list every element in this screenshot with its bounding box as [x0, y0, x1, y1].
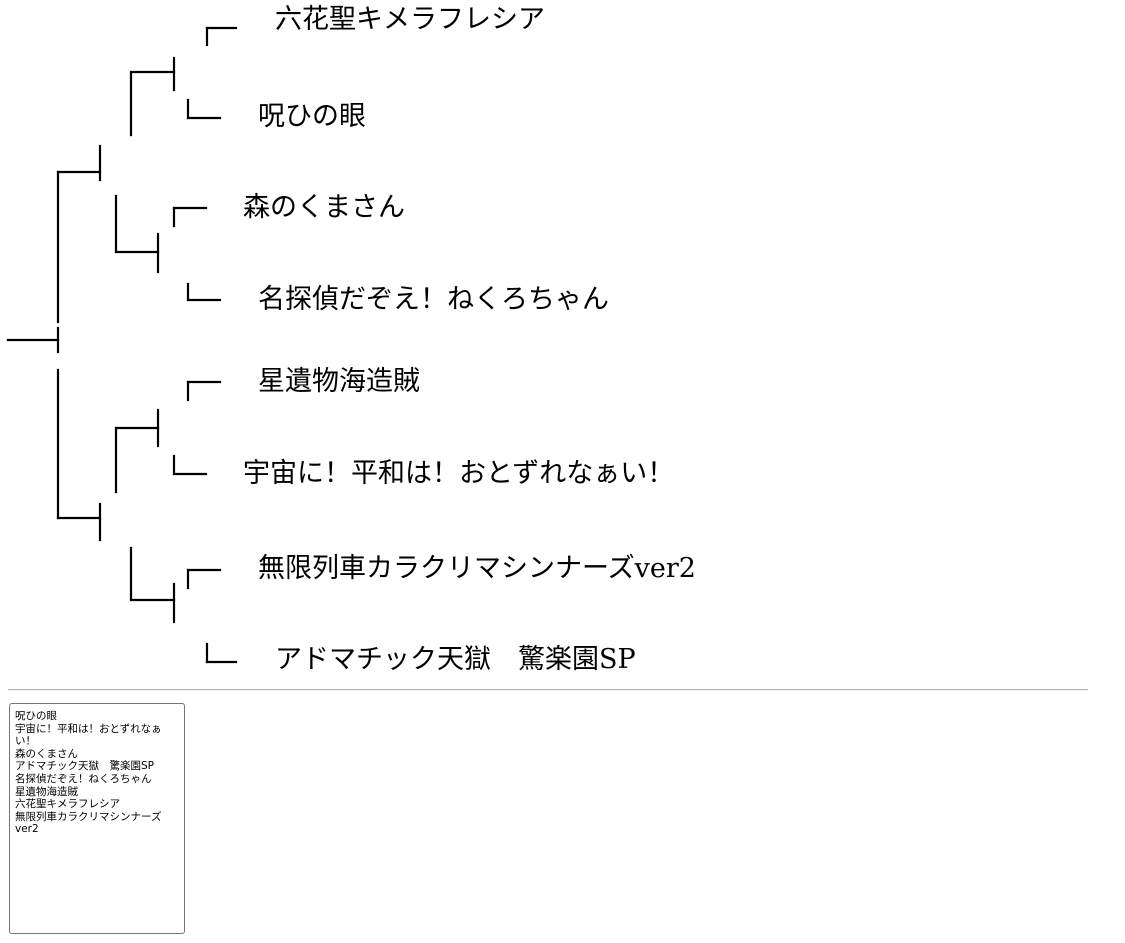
bracket-entry-8: アドマチック天獄 驚楽園SP: [275, 644, 636, 675]
bracket-entry-6: 宇宙に！平和は！おとずれなぁい！: [243, 458, 675, 489]
bracket-entry-7: 無限列車カラクリマシンナーズver2: [258, 553, 696, 584]
bracket-entry-2: 呪ひの眼: [258, 101, 366, 132]
bracket-entry-4: 名探偵だぞえ！ねくろちゃん: [258, 284, 609, 315]
bracket-entry-5: 星遺物海造賊: [258, 366, 420, 397]
bracket-entry-1: 六花聖キメラフレシア: [275, 4, 545, 35]
bracket-entry-3: 森のくまさん: [243, 192, 405, 223]
horizontal-divider: [8, 689, 1088, 691]
bracket-lines: [6, 26, 238, 664]
entry-list-textarea[interactable]: 呪ひの眼 宇宙に！平和は！おとずれなぁい！ 森のくまさん アドマチック天獄 驚楽…: [9, 703, 185, 934]
